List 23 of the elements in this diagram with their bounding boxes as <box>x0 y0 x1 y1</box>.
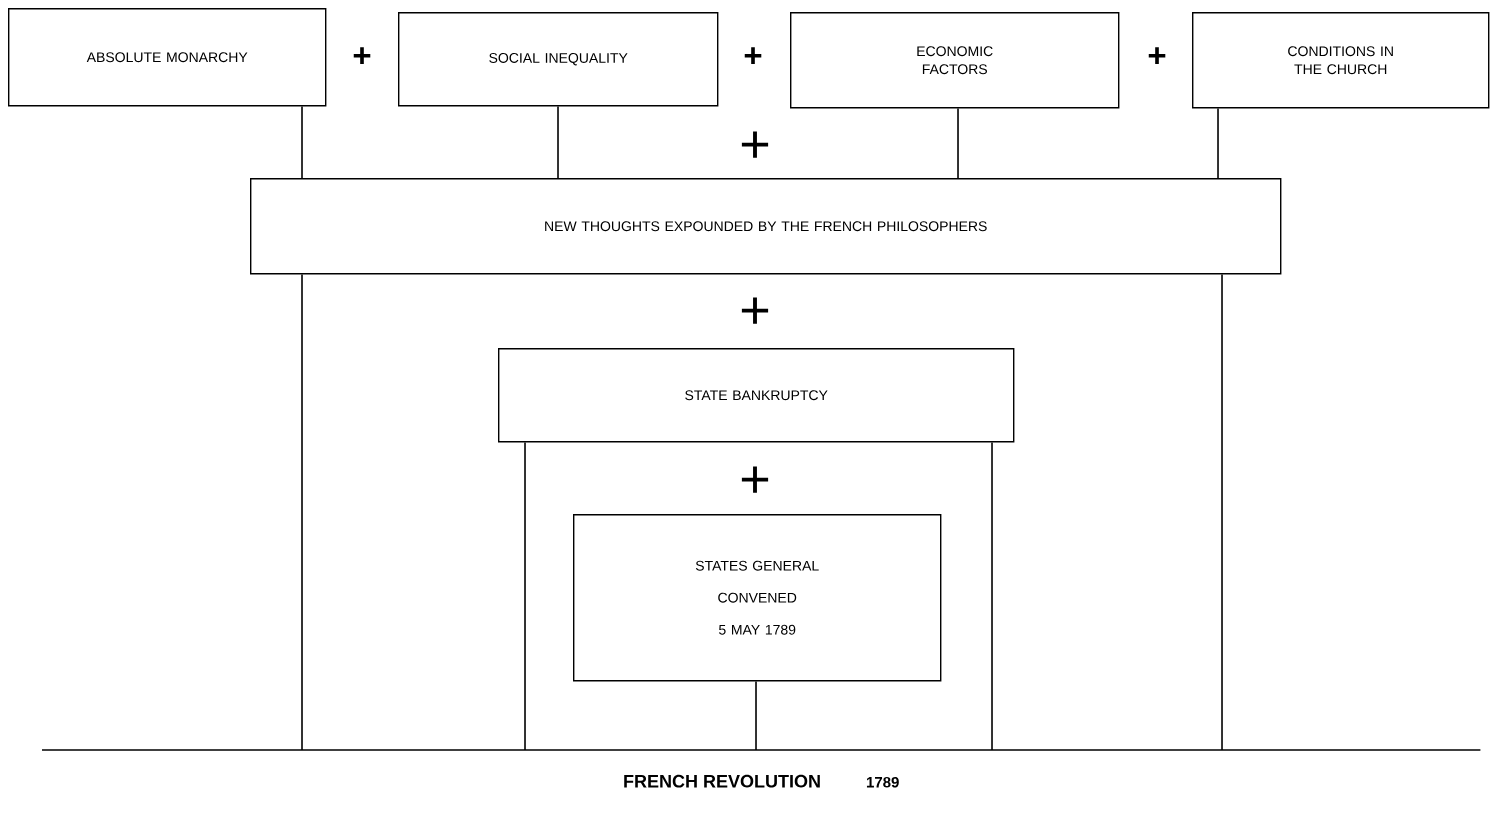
plus-sign: + <box>741 297 769 324</box>
baseline-bar: FRENCH REVOLUTION 1789 <box>41 749 1482 788</box>
text-box: ABSOLUTE MONARCHY <box>8 8 327 107</box>
plus-sign: + <box>741 466 769 493</box>
text-box: NEW THOUGHTS EXPOUNDED BY THE FRENCH PHILOSOPHERS <box>250 178 1282 275</box>
connector-line <box>524 441 526 751</box>
text-box: ECONOMIC FACTORS <box>790 12 1120 109</box>
text-box: STATE BANKRUPTCY <box>498 348 1015 443</box>
connector-line <box>301 105 303 179</box>
text-box: STATES GENERAL CONVENED 5 MAY 1789 <box>573 514 942 682</box>
connector-line <box>957 107 959 179</box>
text-box: CONDITIONS IN THE CHURCH <box>1192 12 1490 109</box>
plus-sign: + <box>744 47 762 65</box>
connector-line <box>1221 273 1223 751</box>
connector-line <box>301 273 303 751</box>
text-box: SOCIAL INEQUALITY <box>398 12 719 107</box>
connector-line <box>755 680 757 751</box>
connector-line <box>991 441 993 751</box>
plus-sign: + <box>741 131 769 158</box>
connector-line <box>557 105 559 179</box>
plus-sign: + <box>1148 47 1166 65</box>
plus-sign: + <box>353 47 371 65</box>
connector-line <box>1217 107 1219 179</box>
